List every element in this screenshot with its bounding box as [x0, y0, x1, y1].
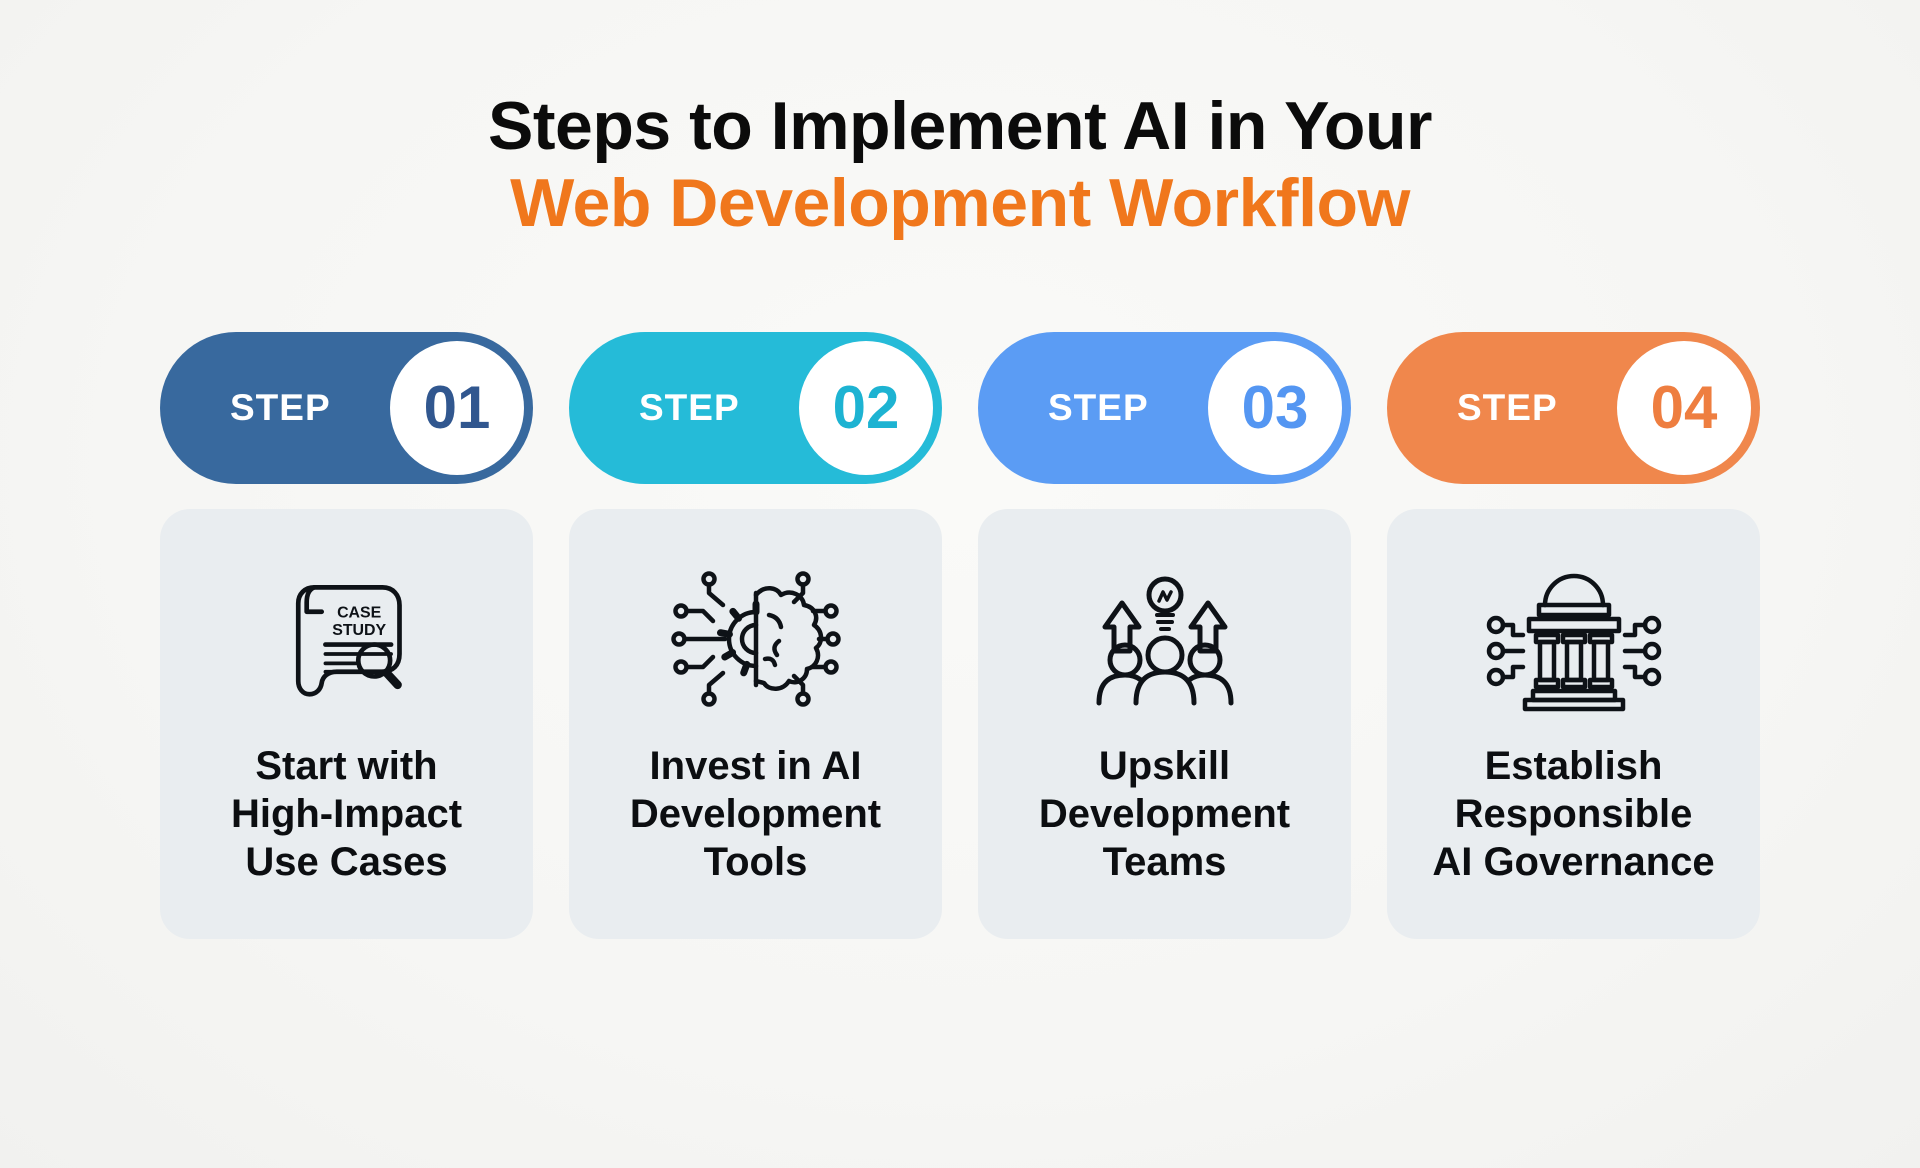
step-2-label: STEP	[639, 386, 740, 428]
case-study-icon-text-2: STUDY	[332, 622, 386, 639]
step-1-number-badge: 01	[390, 340, 524, 475]
ai-governance-building-icon	[1486, 573, 1661, 712]
step-2-number: 02	[832, 374, 900, 442]
step-4-label: STEP	[1457, 386, 1558, 428]
step-1-title: Start with High-Impact Use Cases	[230, 743, 463, 884]
case-study-document-icon: CASE STUDY	[295, 585, 402, 697]
step-4-card: Establish Responsible AI Governance	[1387, 508, 1760, 939]
step-3-number-badge: 03	[1208, 340, 1342, 475]
steps-row: STEP 01 CASE	[160, 331, 1760, 939]
step-2-number-badge: 02	[799, 340, 933, 475]
step-4-title: Establish Responsible AI Governance	[1432, 743, 1715, 884]
page-title: Steps to Implement AI in Your Web Develo…	[0, 88, 1920, 242]
step-4-number: 04	[1650, 374, 1718, 442]
page-title-line1: Steps to Implement AI in Your	[488, 88, 1432, 164]
step-3-number: 03	[1241, 374, 1309, 442]
step-4-number-badge: 04	[1617, 340, 1751, 475]
step-column-3: STEP 03	[978, 331, 1351, 939]
ai-brain-circuit-icon	[670, 571, 841, 707]
page-title-line2: Web Development Workflow	[510, 164, 1410, 241]
step-1-pill: STEP 01	[160, 331, 533, 484]
step-column-1: STEP 01 CASE	[160, 331, 533, 939]
step-2-title: Invest in AI Development Tools	[629, 743, 882, 884]
step-4-pill: STEP 04	[1387, 331, 1760, 484]
step-3-label: STEP	[1048, 386, 1149, 428]
step-3-card: Upskill Development Teams	[978, 508, 1351, 939]
step-1-card: CASE STUDY Start with High-Impact Use Ca…	[160, 508, 533, 939]
step-column-2: STEP 02	[569, 331, 942, 939]
step-column-4: STEP 04	[1387, 331, 1760, 939]
step-2-card: Invest in AI Development Tools	[569, 508, 942, 939]
step-1-number: 01	[423, 374, 491, 442]
team-upskill-icon	[1096, 576, 1233, 706]
step-3-title: Upskill Development Teams	[1038, 743, 1291, 884]
case-study-icon-text-1: CASE	[337, 605, 381, 622]
step-3-pill: STEP 03	[978, 331, 1351, 484]
step-2-pill: STEP 02	[569, 331, 942, 484]
step-1-label: STEP	[230, 386, 331, 428]
